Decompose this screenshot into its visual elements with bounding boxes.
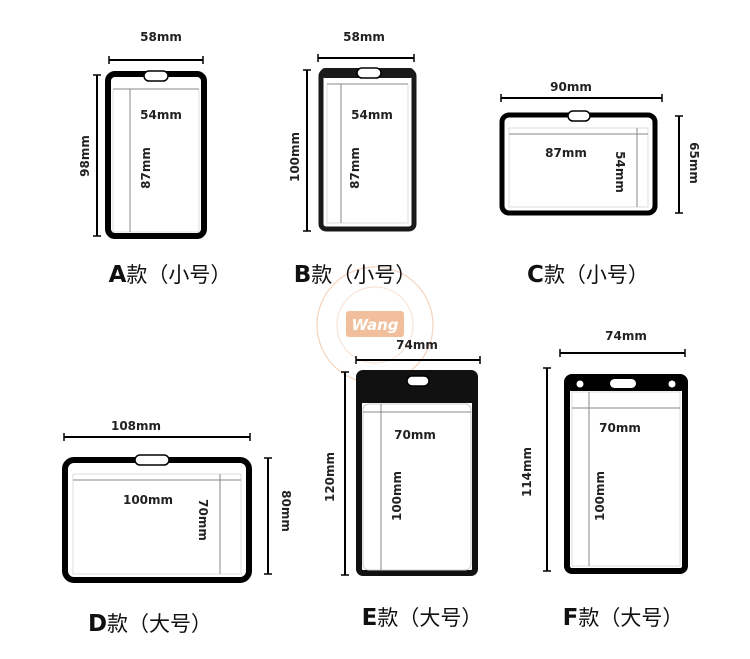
- holder-a-size-class: 款（小号）: [126, 263, 231, 287]
- holder-f-inner-height: 100mm: [593, 471, 607, 521]
- holder-c: 90mm 87mm 65mm 54mm C款（小号）: [499, 80, 701, 288]
- holder-c-letter: C: [527, 262, 544, 288]
- holder-b-outer-height: 100mm: [288, 132, 302, 182]
- holder-f: 74mm 70mm 114mm 100mm F款（大号）: [520, 329, 688, 631]
- holder-c-inner-height: 54mm: [613, 151, 627, 193]
- holder-a-letter: A: [109, 262, 127, 288]
- holder-f-size-class: 款（大号）: [578, 606, 683, 630]
- holder-b-size-class: 款（小号）: [311, 263, 416, 287]
- holder-f-outer-height: 114mm: [520, 447, 534, 497]
- holder-d-inner-height: 70mm: [196, 499, 210, 541]
- holder-e: 74mm 70mm 120mm 100mm E款（大号）: [323, 338, 482, 631]
- holder-e-inner-height: 100mm: [390, 471, 404, 521]
- holder-f-caption: F款（大号）: [563, 605, 684, 631]
- holder-c-caption: C款（小号）: [527, 262, 649, 288]
- holder-b-inner-width: 54mm: [351, 108, 393, 122]
- holder-b-inner-height: 87mm: [348, 147, 362, 189]
- holder-d-caption: D款（大号）: [88, 611, 212, 637]
- holder-b-letter: B: [294, 262, 312, 288]
- holder-e-outer-width: 74mm: [396, 338, 438, 352]
- holder-c-outer-height: 65mm: [687, 142, 701, 184]
- holder-b-outer-width: 58mm: [343, 30, 385, 44]
- holder-a-inner-height: 87mm: [139, 147, 153, 189]
- holder-a: 58mm 54mm 98mm 87mm A款（小号）: [78, 30, 231, 288]
- watermark-logo-text: Wang: [351, 316, 398, 334]
- holder-c-outer-width: 90mm: [550, 80, 592, 94]
- holder-d: 108mm 100mm 80mm 70mm D款（大号）: [62, 419, 293, 637]
- holder-a-outer-height: 98mm: [78, 135, 92, 177]
- holder-c-inner-width: 87mm: [545, 146, 587, 160]
- holder-e-letter: E: [362, 605, 378, 631]
- holder-b: 58mm 54mm 100mm 87mm B款（小号）: [288, 30, 417, 288]
- holder-c-size-class: 款（小号）: [544, 263, 649, 287]
- holder-f-inner-width: 70mm: [599, 421, 641, 435]
- holder-a-outer-width: 58mm: [140, 30, 182, 44]
- holder-e-outer-height: 120mm: [323, 452, 337, 502]
- holder-f-letter: F: [563, 605, 579, 631]
- holder-e-inner-width: 70mm: [394, 428, 436, 442]
- holder-e-caption: E款（大号）: [362, 605, 483, 631]
- holder-d-outer-height: 80mm: [279, 490, 293, 532]
- holder-d-inner-width: 100mm: [123, 493, 173, 507]
- holder-d-outer-width: 108mm: [111, 419, 161, 433]
- holder-d-size-class: 款（大号）: [107, 612, 212, 636]
- holder-a-caption: A款（小号）: [109, 262, 232, 288]
- holder-a-inner-width: 54mm: [140, 108, 182, 122]
- holder-b-caption: B款（小号）: [294, 262, 417, 288]
- holder-d-letter: D: [88, 611, 107, 637]
- holder-f-outer-width: 74mm: [605, 329, 647, 343]
- holder-e-size-class: 款（大号）: [377, 606, 482, 630]
